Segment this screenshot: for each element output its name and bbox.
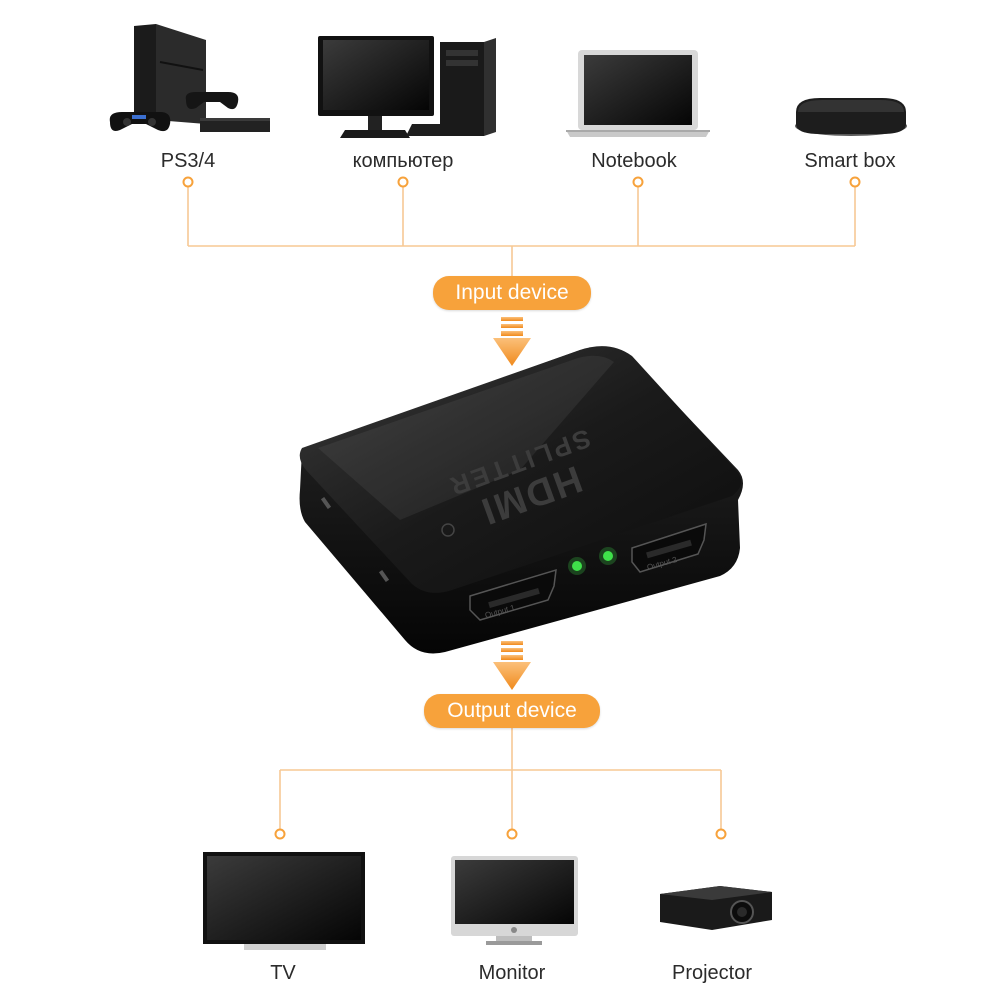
- projector-icon: [660, 886, 772, 930]
- output-connector-lines: [279, 728, 722, 830]
- game-console-icon: [109, 24, 270, 132]
- input-label-ps: PS3/4: [160, 150, 216, 172]
- input-arrow-icon: [493, 317, 531, 366]
- output-label-monitor: Monitor: [478, 962, 546, 984]
- tv-icon: [203, 852, 365, 950]
- desktop-computer-icon: [318, 36, 496, 138]
- output-label-tv: TV: [270, 962, 296, 984]
- output-device-pill: Output device: [424, 694, 600, 728]
- laptop-icon: [566, 50, 710, 137]
- output-connector-dots: [274, 828, 727, 840]
- input-label-notebook: Notebook: [591, 150, 677, 172]
- input-label-computer: компьютер: [352, 150, 454, 172]
- input-label-smart-box: Smart box: [804, 150, 896, 172]
- hdmi-splitter-device: [299, 346, 743, 654]
- smart-box-icon: [795, 98, 907, 136]
- output-arrow-icon: [493, 641, 531, 690]
- input-connector-dots: [182, 176, 861, 188]
- input-device-pill: Input device: [433, 276, 591, 310]
- monitor-icon: [451, 856, 578, 945]
- output-label-projector: Projector: [671, 962, 753, 984]
- input-connector-lines: [187, 185, 856, 278]
